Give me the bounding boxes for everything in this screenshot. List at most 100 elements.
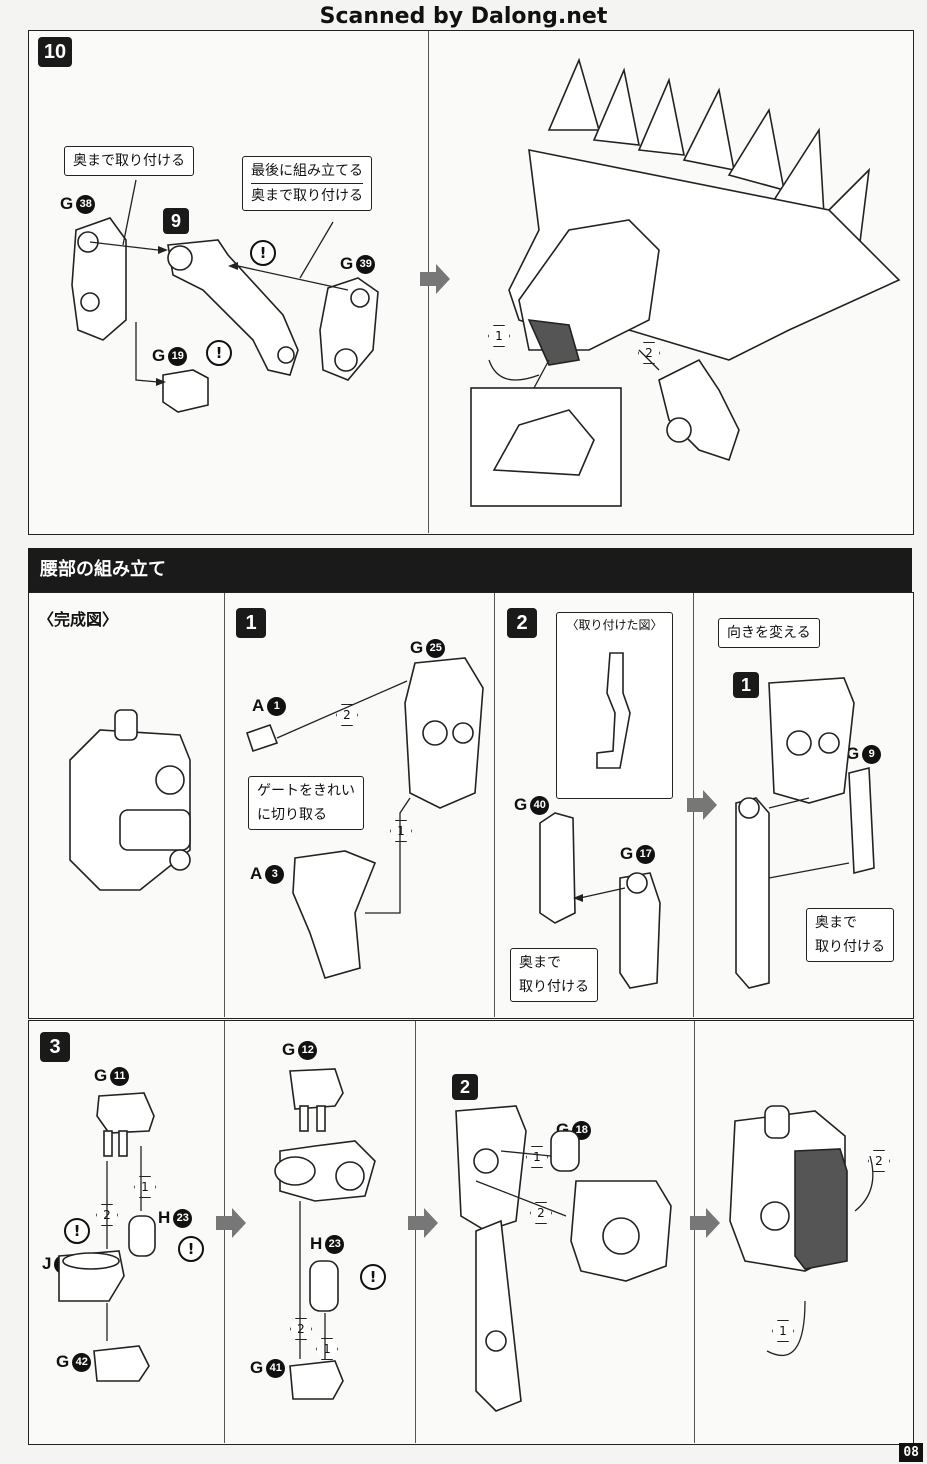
step10-callout-right-line2: 奥まで取り付ける: [251, 188, 363, 204]
waist-divider: [224, 593, 225, 1017]
part-letter: G: [250, 1358, 264, 1377]
part-letter: A: [252, 696, 265, 715]
waist-step3-final-drawing: [729, 1105, 874, 1357]
part-letter: G: [282, 1040, 296, 1059]
complete-view-title: 〈完成図〉: [38, 610, 119, 629]
turn-around-callout: 向きを変える: [718, 618, 820, 648]
part-number-badge: 38: [76, 195, 96, 215]
part-number-badge: 42: [72, 1353, 92, 1373]
sub-assembly-9: 9: [163, 208, 189, 234]
insert-fully-line1: 奥まで: [519, 955, 561, 971]
insert-fully-line2: 取り付ける: [519, 979, 589, 995]
sub-assembly-2: 2: [452, 1074, 478, 1100]
gate-cut-callout: ゲートをきれい に切り取る: [248, 776, 364, 830]
step10-callout-right: 最後に組み立てる 奥まで取り付ける: [242, 156, 372, 211]
next-step-arrow-icon: [688, 1206, 722, 1240]
part-letter: H: [158, 1208, 171, 1227]
waist-step2-number: 2: [507, 608, 537, 638]
order-marker: 2: [290, 1318, 312, 1340]
order-marker: 2: [868, 1150, 890, 1172]
part-number-badge: 41: [266, 1359, 286, 1379]
step10-callout-left: 奥まで取り付ける: [64, 146, 194, 176]
part-letter: G: [340, 254, 354, 273]
next-step-arrow-icon: [406, 1206, 440, 1240]
section-header: 腰部の組み立て: [28, 548, 912, 592]
part-letter: G: [620, 844, 634, 863]
waist-step3b-drawing: [274, 1068, 376, 1400]
part-letter: J: [42, 1254, 52, 1273]
order-marker: 1: [772, 1320, 794, 1342]
order-marker: 1: [526, 1146, 548, 1168]
waist-step3c-drawing: [455, 1105, 672, 1412]
part-number-badge: 25: [426, 639, 446, 659]
part-number-badge: 9: [862, 745, 882, 765]
waist-step2b-drawing: [735, 677, 875, 989]
part-number-badge: 17: [636, 845, 656, 865]
waist-step3-number: 3: [40, 1032, 70, 1062]
next-step-arrow-icon: [418, 262, 452, 296]
waist-divider: [415, 1021, 416, 1443]
insert-fully-callout: 奥まで 取り付ける: [510, 948, 598, 1002]
part-letter: A: [250, 864, 263, 883]
insert-fully-callout-2: 奥まで 取り付ける: [806, 908, 894, 962]
order-marker: 1: [390, 820, 412, 842]
part-number-badge: 12: [298, 1041, 318, 1061]
part-number-badge: 19: [168, 347, 188, 367]
waist-step2-drawing: [539, 652, 661, 989]
waist-divider: [224, 1021, 225, 1443]
part-number-badge: 23: [325, 1235, 345, 1255]
order-marker: 1: [134, 1176, 156, 1198]
caution-icon: !: [206, 340, 232, 366]
step10-number: 10: [38, 37, 72, 67]
gate-cut-line2: に切り取る: [257, 807, 327, 823]
step10-callout-right-line1: 最後に組み立てる: [251, 159, 363, 184]
waist-step3a-drawing: [58, 1092, 156, 1382]
part-number-badge: 3: [265, 865, 285, 885]
order-marker: 1: [316, 1338, 338, 1360]
caution-icon: !: [64, 1218, 90, 1244]
part-letter: G: [410, 638, 424, 657]
insert-fully2-line1: 奥まで: [815, 915, 857, 931]
part-number-badge: 1: [267, 697, 287, 717]
waist-step1-drawing: [245, 657, 484, 979]
next-step-arrow-icon: [214, 1206, 248, 1240]
part-letter: H: [310, 1234, 323, 1253]
order-marker: 2: [530, 1202, 552, 1224]
waist-divider: [694, 1021, 695, 1443]
attached-view-title: 〈取り付けた図〉: [566, 618, 663, 632]
step10-assembly-drawing: [470, 57, 901, 507]
page-number: 08: [899, 1443, 923, 1462]
part-number-badge: 39: [356, 255, 376, 275]
part-letter: G: [152, 346, 166, 365]
step10-parts-drawing: [71, 179, 379, 413]
waist-divider: [494, 593, 495, 1017]
part-number-badge: 40: [530, 796, 550, 816]
part-letter: G: [60, 194, 74, 213]
part-number-badge: 11: [110, 1067, 130, 1087]
insert-fully2-line2: 取り付ける: [815, 939, 885, 955]
caution-icon: !: [360, 1264, 386, 1290]
order-marker: 1: [488, 325, 510, 347]
part-letter: G: [94, 1066, 108, 1085]
part-letter: G: [514, 795, 528, 814]
caution-icon: !: [250, 240, 276, 266]
waist-step1-number: 1: [236, 608, 266, 638]
caution-icon: !: [178, 1236, 204, 1262]
part-number-badge: 23: [173, 1209, 193, 1229]
part-letter: G: [56, 1352, 70, 1371]
next-step-arrow-icon: [685, 788, 719, 822]
